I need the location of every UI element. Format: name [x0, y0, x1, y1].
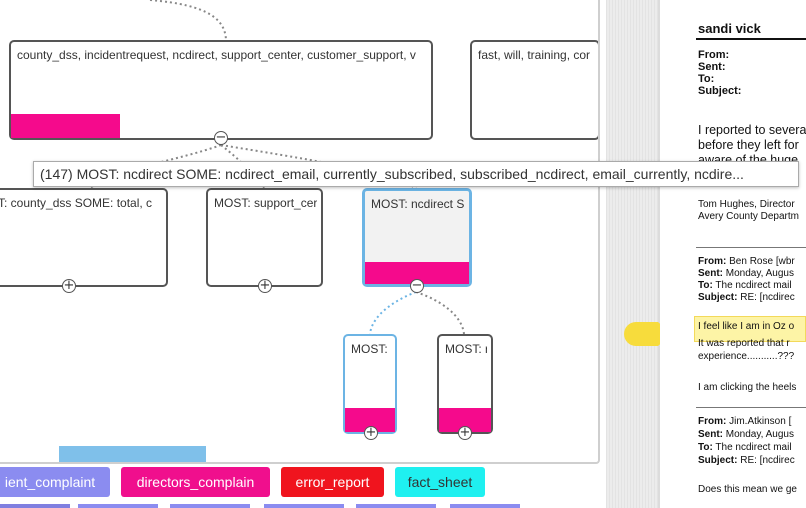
tree-node-mid-selected[interactable]: MOST: ncdirect S [362, 188, 472, 287]
email-header-label: To: [698, 442, 713, 453]
email-header-line: Sent: Monday, Augus [698, 429, 794, 440]
document-sender-name: sandi vick [698, 21, 761, 36]
tree-node-leaf-right[interactable]: MOST: r [437, 334, 493, 434]
node-label: MOST: r [351, 342, 391, 356]
connector-to-leaf-left [369, 291, 417, 335]
paragraph-line: It was reported that r [698, 338, 790, 349]
paragraph-line: experience...........??? [698, 351, 795, 362]
header-sent-label: Sent: [698, 61, 726, 73]
tag-button-fact-sheet[interactable]: fact_sheet [395, 467, 485, 497]
document-viewer[interactable]: sandi vick From: Sent: To: Subject: I re… [660, 0, 806, 508]
horizontal-scrollbar-thumb[interactable] [59, 446, 206, 462]
email-header-line: From: Ben Rose [wbr [698, 256, 795, 267]
node-count-bar [365, 262, 469, 284]
paragraph-line: I am clicking the heels [698, 382, 797, 393]
plus-circle-icon[interactable]: + [62, 278, 76, 293]
connector-root-to-top-left [149, 0, 227, 41]
header-to-label: To: [698, 73, 715, 85]
tree-node-top-left[interactable]: county_dss, incidentrequest, ncdirect, s… [9, 40, 433, 140]
plus-circle-icon[interactable]: + [258, 278, 272, 293]
email-header-label: Sent: [698, 268, 723, 279]
email-header-value: RE: [ncdirec [740, 292, 795, 303]
email-header-value: RE: [ncdirec [740, 455, 795, 466]
email-header-label: Subject: [698, 292, 738, 303]
email-header-value: Jim.Atkinson [ [729, 416, 792, 427]
signature-line: Tom Hughes, Director [698, 199, 795, 210]
email-header-label: To: [698, 280, 713, 291]
plus-circle-icon[interactable]: + [364, 425, 378, 440]
email-header-value: Ben Rose [wbr [729, 256, 795, 267]
connector-to-leaf-right [415, 291, 465, 335]
paragraph-line: Does this mean we ge [698, 484, 797, 495]
email-header-line: From: Jim.Atkinson [ [698, 416, 791, 427]
tree-node-mid-center[interactable]: MOST: support_cer [206, 188, 323, 287]
cluster-tree-panel[interactable]: county_dss, incidentrequest, ncdirect, s… [0, 0, 600, 464]
plus-circle-icon[interactable]: + [458, 425, 472, 440]
node-label: fast, will, training, cor [478, 48, 591, 62]
node-count-bar [11, 114, 120, 138]
node-label: T: county_dss SOME: total, c [0, 196, 153, 210]
email-header-label: Sent: [698, 429, 723, 440]
email-header-value: The ncdirect mail [715, 442, 792, 453]
node-label: MOST: support_cer [214, 196, 317, 210]
email-header-label: Subject: [698, 455, 738, 466]
tag-row-edge [0, 504, 520, 508]
email-header-label: From: [698, 256, 727, 267]
tree-node-mid-left[interactable]: T: county_dss SOME: total, c [0, 188, 168, 287]
minus-circle-icon[interactable]: − [410, 278, 424, 293]
paragraph-line: I reported to severa [698, 123, 806, 137]
email-header-value: Monday, Augus [725, 429, 794, 440]
node-label: county_dss, incidentrequest, ncdirect, s… [17, 48, 416, 62]
header-subject-label: Subject: [698, 85, 742, 97]
tag-button-error-report[interactable]: error_report [281, 467, 384, 497]
tag-button-client-complaint[interactable]: ient_complaint [0, 467, 110, 497]
email-header-line: To: The ncdirect mail [698, 280, 792, 291]
header-rule [696, 38, 806, 40]
email-header-value: The ncdirect mail [715, 280, 792, 291]
tree-node-top-right[interactable]: fast, will, training, cor [470, 40, 598, 140]
email-header-line: Subject: RE: [ncdirec [698, 455, 795, 466]
email-header-value: Monday, Augus [725, 268, 794, 279]
tree-node-leaf-left[interactable]: MOST: r [343, 334, 397, 434]
highlighted-annotation[interactable] [694, 316, 806, 342]
signature-line: Avery County Departm [698, 211, 799, 222]
panel-splitter[interactable] [606, 0, 658, 508]
node-label: MOST: r [445, 342, 487, 356]
header-from-label: From: [698, 49, 730, 61]
tag-button-directors-complain[interactable]: directors_complain [121, 467, 270, 497]
node-tooltip: (147) MOST: ncdirect SOME: ncdirect_emai… [33, 161, 799, 187]
email-header-line: Sent: Monday, Augus [698, 268, 794, 279]
separator-rule [696, 247, 806, 248]
email-header-line: Subject: RE: [ncdirec [698, 292, 795, 303]
separator-rule [696, 407, 806, 408]
email-header-label: From: [698, 416, 727, 427]
paragraph-line: before they left for [698, 138, 799, 152]
node-label: MOST: ncdirect S [371, 197, 465, 211]
email-header-line: To: The ncdirect mail [698, 442, 792, 453]
document-edge [658, 0, 660, 508]
highlighted-text: I feel like I am in Oz o [698, 321, 795, 332]
minus-circle-icon[interactable]: − [214, 130, 228, 145]
